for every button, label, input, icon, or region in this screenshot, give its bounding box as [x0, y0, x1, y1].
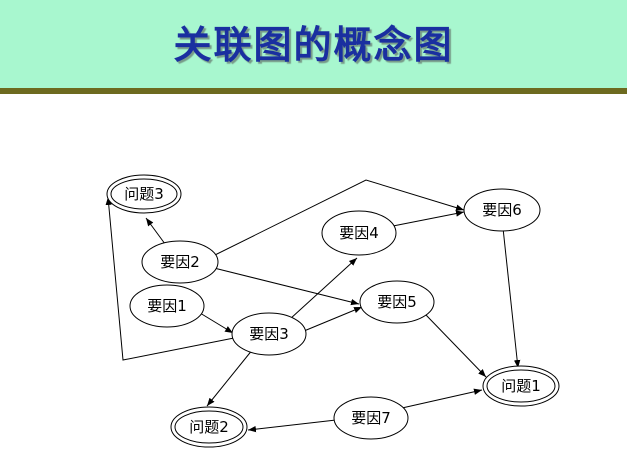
- node-problem2: 问题2: [170, 406, 248, 448]
- node-factor1: 要因1: [129, 284, 205, 328]
- edge-factor4-factor6: [392, 210, 465, 227]
- node-problem1-label: 问题1: [501, 377, 541, 395]
- node-factor7-label: 要因7: [351, 409, 391, 427]
- node-problem2-label: 问题2: [189, 418, 229, 436]
- node-problem3: 问题3: [106, 174, 182, 214]
- node-factor7: 要因7: [333, 396, 409, 440]
- header-banner: [0, 0, 627, 88]
- edge-factor2-factor5: [213, 267, 360, 306]
- edge-factor7-problem1: [401, 388, 483, 409]
- page-title: 关联图的概念图: [173, 22, 454, 67]
- node-factor3-label: 要因3: [249, 325, 289, 343]
- edge-factor3-problem3: [105, 196, 235, 361]
- edge-factor2-factor6: [214, 179, 465, 256]
- node-problem3-label: 问题3: [124, 185, 164, 203]
- node-factor2: 要因2: [141, 240, 219, 284]
- node-problem1: 问题1: [482, 365, 560, 407]
- edge-factor3-problem2: [206, 348, 254, 407]
- edge-factor7-problem2: [247, 419, 337, 433]
- node-factor3: 要因3: [231, 312, 307, 356]
- edge-factor5-problem1: [425, 314, 487, 378]
- edges: [105, 179, 521, 433]
- edge-factor6-problem1: [502, 227, 521, 369]
- edge-factor1-factor3: [199, 312, 234, 334]
- node-factor6: 要因6: [463, 188, 541, 232]
- node-factor5-label: 要因5: [377, 293, 417, 311]
- header-divider: [0, 88, 627, 94]
- node-factor1-label: 要因1: [147, 297, 187, 315]
- edge-factor3-factor5: [303, 306, 363, 332]
- edge-factor3-factor4: [289, 257, 358, 320]
- node-factor2-label: 要因2: [160, 253, 200, 271]
- node-factor5: 要因5: [359, 280, 435, 324]
- node-factor6-label: 要因6: [482, 201, 522, 219]
- node-factor4-label: 要因4: [339, 224, 379, 242]
- node-factor4: 要因4: [321, 210, 397, 256]
